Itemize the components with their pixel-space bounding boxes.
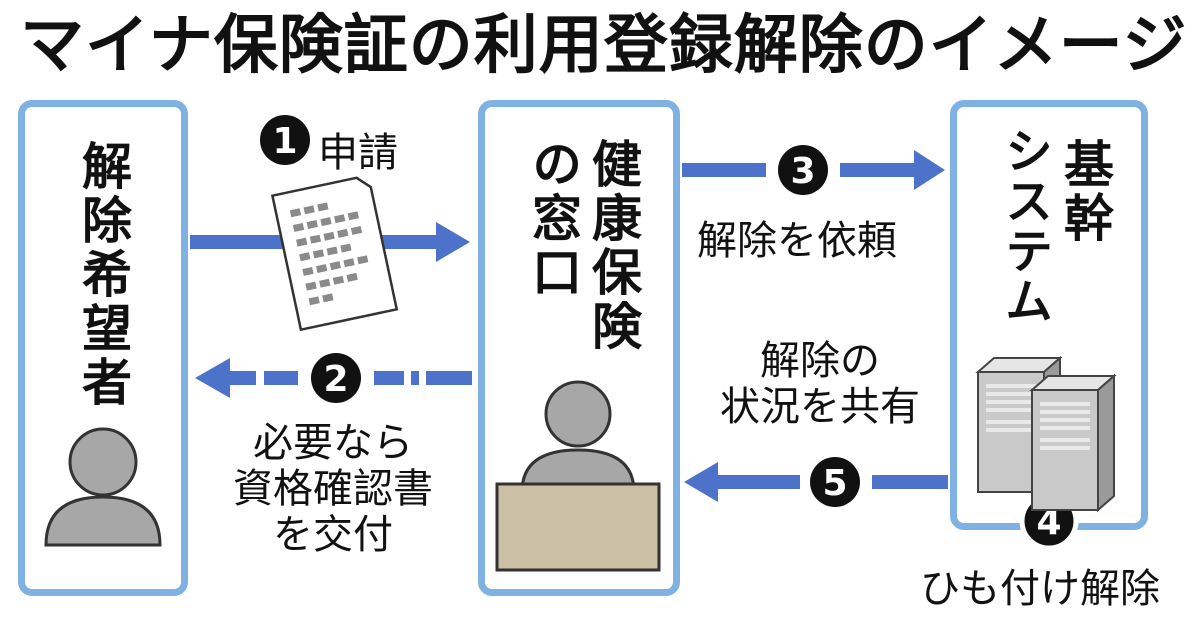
insurer-label-line2: の窓口 xyxy=(524,138,582,300)
step-5-badge: 5 xyxy=(810,457,860,507)
step-1-badge: 1 xyxy=(260,115,310,165)
step-4-label: ひも付け解除 xyxy=(920,566,1160,612)
document-icon xyxy=(270,176,399,332)
step-5-label-line: 解除の xyxy=(760,338,880,384)
page-title: マイナ保険証の利用登録解除のイメージ xyxy=(20,9,1188,83)
step-3-number: 3 xyxy=(790,151,815,192)
server-icon xyxy=(975,355,1117,513)
step-3-label: 解除を依頼 xyxy=(697,218,897,264)
step-3-badge: 3 xyxy=(778,145,828,195)
step-2-label-line: 必要なら xyxy=(253,420,413,466)
insurer-label-line1: 健康保険 xyxy=(584,138,642,354)
step-5-label: 解除の 状況を共有 xyxy=(690,338,950,430)
person-icon xyxy=(44,427,162,547)
step-5-number: 5 xyxy=(822,463,847,504)
step-2-label-line: を交付 xyxy=(273,512,393,558)
step-5-label-line: 状況を共有 xyxy=(720,384,920,430)
step-2-number: 2 xyxy=(323,359,348,400)
step-2-label-line: 資格確認書 xyxy=(233,466,433,512)
system-label-line2: システム xyxy=(996,126,1052,326)
arrow-3-request-removal xyxy=(682,150,945,190)
step-1-label: 申請 xyxy=(318,130,398,176)
arrow-5-share-status xyxy=(684,462,948,502)
system-label-line1: 基幹 xyxy=(1056,138,1114,246)
step-2-label: 必要なら 資格確認書 を交付 xyxy=(208,420,458,558)
step-1-number: 1 xyxy=(272,121,297,162)
applicant-label: 解除希望者 xyxy=(74,140,132,410)
step-2-badge: 2 xyxy=(311,353,361,403)
arrow-2-issue-certificate xyxy=(195,358,472,398)
person-at-desk-icon xyxy=(495,380,661,572)
